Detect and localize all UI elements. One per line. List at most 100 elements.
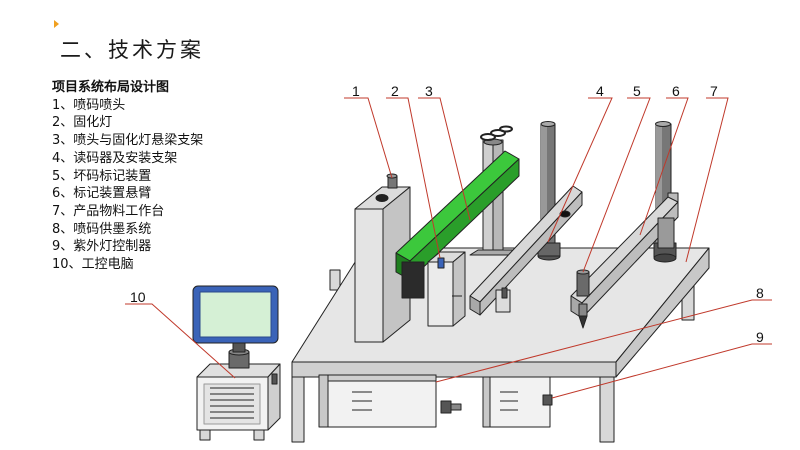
callout-leader-7 <box>685 97 729 263</box>
uv-controller <box>482 376 553 428</box>
post-cap <box>540 121 556 127</box>
callout-number-5: 5 <box>633 83 641 99</box>
legend-item-text: 坏码标记装置 <box>73 168 152 184</box>
uv-controller-side <box>482 376 491 428</box>
marking-arm-foot <box>653 253 677 263</box>
legend-item-number: 5 <box>52 168 61 184</box>
adjust-knob <box>499 125 513 133</box>
legend-item-number: 4 <box>52 150 61 166</box>
workbench-back-leg <box>329 269 341 291</box>
legend-item-number: 7 <box>52 203 61 219</box>
legend-item-separator: 、 <box>60 203 74 219</box>
workbench-front-leg <box>599 376 615 443</box>
callout-leader-10 <box>125 303 236 379</box>
legend-item-number: 2 <box>52 115 61 131</box>
uv-curing-lamp <box>427 251 466 327</box>
marking-arm-joint <box>657 217 675 249</box>
legend-item-text: 读码器及安装支架 <box>73 150 178 166</box>
legend-item-text: 喷码供墨系统 <box>73 221 152 237</box>
legend-item: 2、固化灯 <box>52 114 203 132</box>
print-head-port <box>375 194 389 202</box>
bad-code-marker <box>576 269 590 329</box>
computer-cabinet-panel <box>203 383 261 425</box>
page-title: 二、技术方案 <box>60 38 204 62</box>
legend-item-separator: 、 <box>68 257 82 273</box>
legend-item-separator: 、 <box>60 133 74 149</box>
legend-item: 8、喷码供墨系统 <box>52 221 203 239</box>
legend-item-number: 6 <box>52 186 61 202</box>
callout-leader-3 <box>418 97 471 221</box>
beam-support <box>395 125 527 299</box>
uv-connector <box>542 394 553 406</box>
legend-item: 4、读码器及安装支架 <box>52 150 203 168</box>
callout-leader-5 <box>582 97 651 273</box>
post-cap <box>655 121 671 127</box>
ink-supply-cabinet <box>318 374 462 428</box>
adjust-knob <box>490 129 506 137</box>
legend-heading: 项目系统布局设计图 <box>52 80 170 95</box>
legend-item: 6、标记装置悬臂 <box>52 185 203 203</box>
code-reader-lens <box>501 287 508 299</box>
legend-item-separator: 、 <box>60 168 74 184</box>
legend-item-separator: 、 <box>60 150 74 166</box>
uv-lamp-side <box>452 251 466 327</box>
computer-foot <box>253 429 265 441</box>
callout-leaders <box>125 97 772 399</box>
legend-item-text: 喷头与固化灯悬梁支架 <box>73 133 204 149</box>
legend-item: 7、产品物料工作台 <box>52 203 203 221</box>
legend-item-separator: 、 <box>60 239 74 255</box>
callout-number-4: 4 <box>596 83 604 99</box>
callout-leader-1 <box>344 97 393 179</box>
ink-connector-nozzle <box>450 403 462 411</box>
legend-item: 10、工控电脑 <box>52 256 203 274</box>
legend-item-number: 10 <box>52 257 69 273</box>
legend-item-separator: 、 <box>60 186 74 202</box>
component-legend: 项目系统布局设计图 1、喷码喷头 2、固化灯 3、喷头与固化灯悬梁支架 4、读码… <box>52 79 203 274</box>
uv-lamp-indicator <box>437 257 445 269</box>
legend-item-separator: 、 <box>60 221 74 237</box>
workbench-front-leg <box>291 376 305 443</box>
legend-item: 5、坏码标记装置 <box>52 168 203 186</box>
callout-leader-9 <box>551 343 772 399</box>
uv-controller-front <box>489 376 551 428</box>
adjust-knob <box>480 133 496 141</box>
callout-leader-6 <box>639 97 689 236</box>
legend-item-text: 工控电脑 <box>81 257 134 273</box>
marker-tip <box>578 315 588 329</box>
callout-leader-8 <box>435 299 772 383</box>
legend-item-text: 喷码喷头 <box>73 97 126 113</box>
callout-number-2: 2 <box>391 83 399 99</box>
callout-number-1: 1 <box>352 83 360 99</box>
legend-item-number: 3 <box>52 133 61 149</box>
computer-foot <box>199 429 211 441</box>
marker-body <box>576 271 590 297</box>
uv-lamp-front <box>427 261 454 327</box>
legend-item-separator: 、 <box>60 115 74 131</box>
callout-leader-4 <box>547 97 613 243</box>
legend-item-text: 标记装置悬臂 <box>73 186 152 202</box>
legend-item: 1、喷码喷头 <box>52 97 203 115</box>
legend-item-text: 固化灯 <box>73 115 113 131</box>
callout-number-9: 9 <box>756 329 764 345</box>
legend-item-separator: 、 <box>60 97 74 113</box>
legend-item-number: 8 <box>52 221 61 237</box>
legend-item-number: 1 <box>52 97 61 113</box>
reader-bracket-post-highlight <box>541 124 547 252</box>
ink-cabinet-side <box>318 374 329 428</box>
legend-item: 3、喷头与固化灯悬梁支架 <box>52 132 203 150</box>
print-head-front <box>354 208 384 343</box>
legend-item: 9、紫外灯控制器 <box>52 238 203 256</box>
callout-leader-2 <box>386 97 441 259</box>
ink-connector <box>440 400 452 414</box>
computer-connector <box>271 373 278 385</box>
legend-item-text: 产品物料工作台 <box>73 203 165 219</box>
callout-number-10: 10 <box>130 289 146 305</box>
reader-arm-end <box>469 295 481 316</box>
industrial-computer <box>192 285 281 441</box>
title-accent-marker <box>54 20 59 28</box>
callout-number-6: 6 <box>672 83 680 99</box>
monitor-screen <box>199 291 272 338</box>
marking-arm-post-highlight <box>656 124 662 252</box>
marker-tip-holder <box>578 303 588 317</box>
